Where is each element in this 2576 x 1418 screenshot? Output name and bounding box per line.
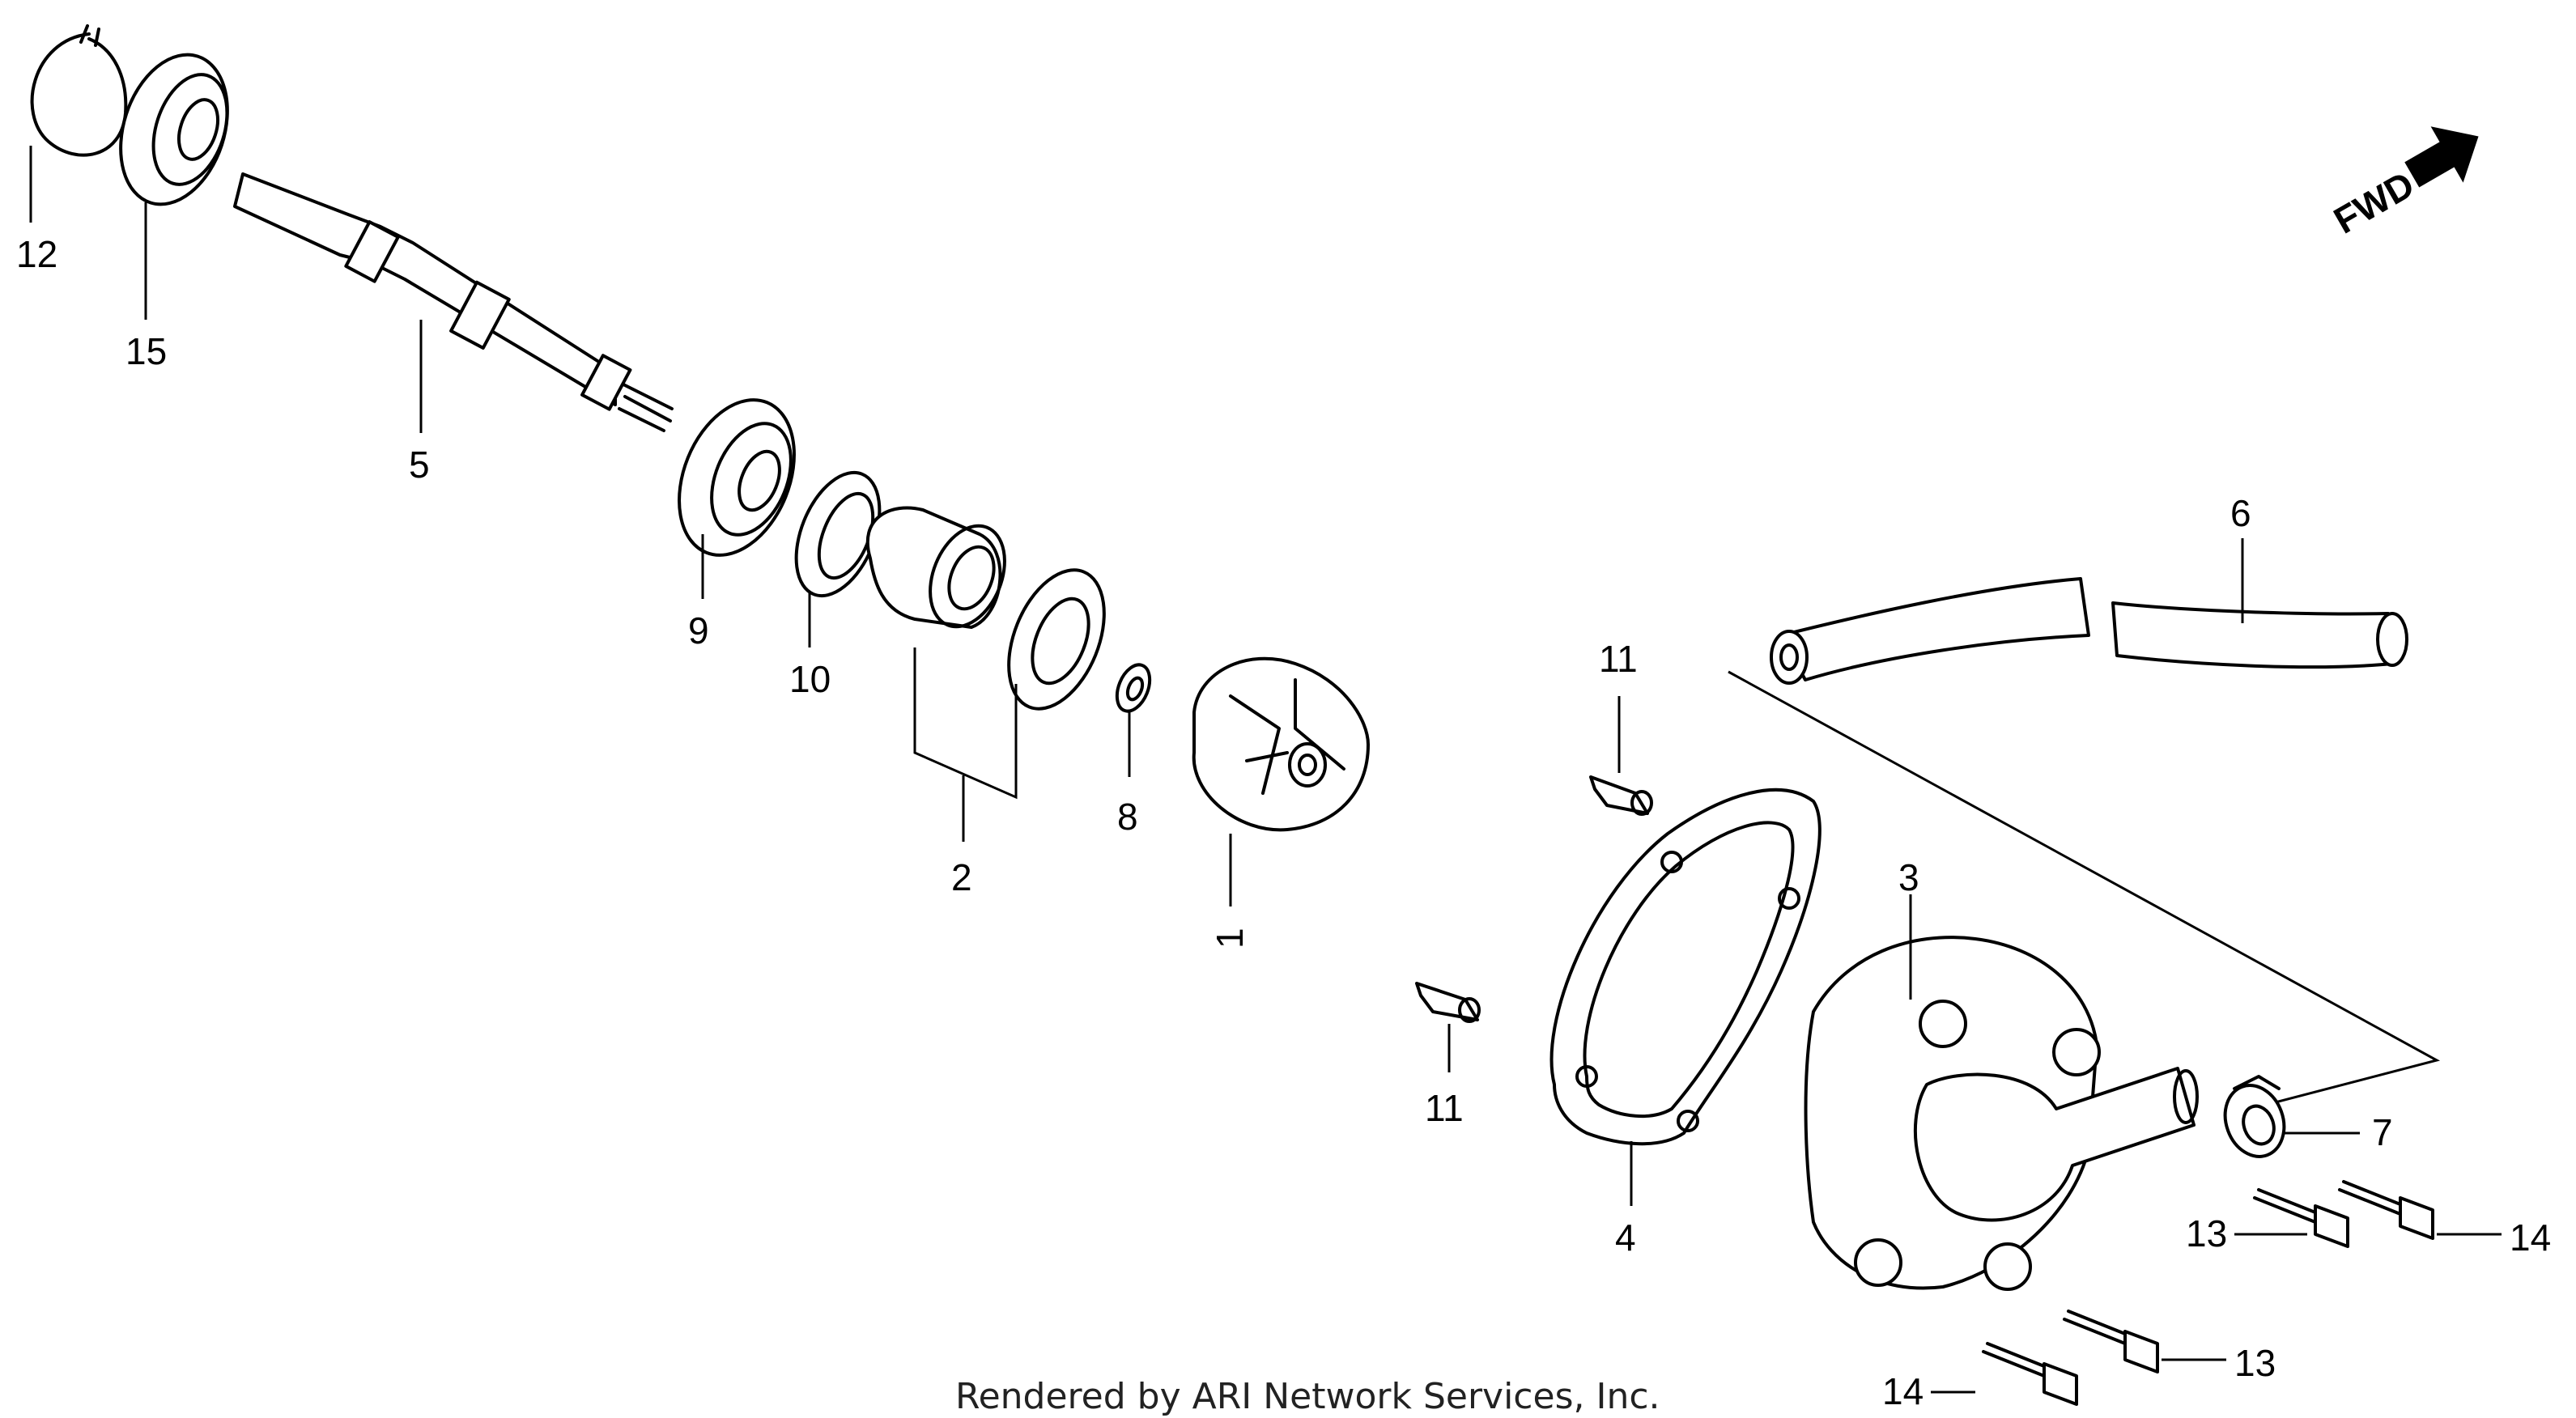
footer-credit: Rendered by ARI Network Services, Inc. xyxy=(955,1376,1660,1417)
washer-8 xyxy=(1115,663,1152,777)
callout-14-bottom: 14 xyxy=(1882,1370,1923,1412)
callout-10: 10 xyxy=(789,658,831,700)
dowel-pin-11-lower xyxy=(1415,982,1481,1072)
callout-1: 1 xyxy=(1209,928,1251,949)
callout-11-lower: 11 xyxy=(1425,1087,1464,1129)
callout-3: 3 xyxy=(1898,856,1919,898)
bearing-15 xyxy=(119,53,229,320)
hose-bracket-line xyxy=(1728,670,2441,1110)
callout-11-upper: 11 xyxy=(1599,638,1638,680)
gasket-4 xyxy=(1549,788,1821,1206)
callout-6: 6 xyxy=(2230,492,2251,534)
pump-cover-3 xyxy=(1804,894,2199,1291)
bolt-14-right xyxy=(2338,1180,2502,1240)
dowel-pin-11-upper xyxy=(1589,696,1653,816)
callout-13-right: 13 xyxy=(2186,1212,2227,1255)
fwd-arrow-indicator: FWD xyxy=(2327,126,2479,242)
callout-4: 4 xyxy=(1615,1216,1636,1259)
bolt-13-bottom xyxy=(2063,1310,2226,1373)
callout-2: 2 xyxy=(951,856,972,898)
callout-14-right: 14 xyxy=(2510,1216,2551,1259)
hose-6 xyxy=(1770,538,2408,685)
callout-8: 8 xyxy=(1117,796,1138,838)
bolt-13-right xyxy=(2234,1188,2349,1248)
fwd-label: FWD xyxy=(2327,163,2421,241)
pump-shaft-5 xyxy=(233,172,674,433)
bearing-9 xyxy=(678,398,796,599)
callout-5: 5 xyxy=(409,444,430,486)
callout-15: 15 xyxy=(125,330,167,372)
mechanical-seal-2 xyxy=(865,506,1106,842)
callout-9: 9 xyxy=(688,609,709,652)
snap-ring-12 xyxy=(29,24,128,223)
bolt-14-bottom xyxy=(1931,1342,2078,1406)
callout-12: 12 xyxy=(16,233,57,275)
fwd-arrow-icon xyxy=(2404,126,2479,188)
callout-13-bottom: 13 xyxy=(2234,1342,2276,1384)
callout-7: 7 xyxy=(2372,1111,2393,1153)
hose-clamp-7 xyxy=(2223,1075,2360,1158)
impeller-1 xyxy=(1192,656,1370,906)
